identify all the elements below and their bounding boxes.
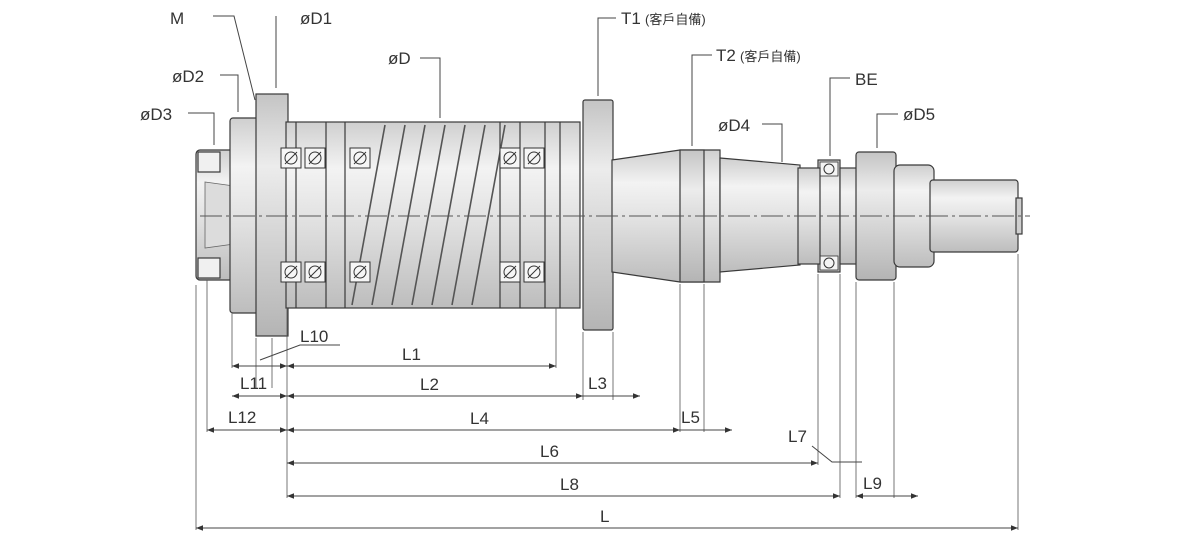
dim-L9: L9 (863, 474, 882, 493)
dim-L8: L8 (560, 475, 579, 494)
label-M: M (170, 9, 184, 28)
dim-L: L (600, 507, 609, 526)
rear-flange (582, 99, 614, 331)
dim-L7: L7 (788, 427, 807, 446)
dim-L10: L10 (300, 327, 328, 346)
label-T2-note: (客戶自備) (740, 49, 801, 64)
dim-L3: L3 (588, 374, 607, 393)
dimension-lines (196, 344, 1018, 531)
dim-L11: L11 (240, 374, 267, 393)
label-D: øD (388, 49, 411, 68)
label-BE: BE (855, 70, 878, 89)
bearing-icons (280, 147, 545, 283)
dim-L4: L4 (470, 409, 489, 428)
label-D3: øD3 (140, 105, 172, 124)
label-T1-note: (客戶自備) (645, 12, 706, 27)
label-T2: T2 (716, 46, 736, 65)
label-D1: øD1 (300, 9, 332, 28)
dim-L1: L1 (402, 345, 421, 364)
label-D5: øD5 (903, 105, 935, 124)
front-flange (255, 93, 289, 337)
dim-L2: L2 (420, 375, 439, 394)
dim-L12: L12 (228, 408, 256, 427)
label-D2: øD2 (172, 67, 204, 86)
label-D4: øD4 (718, 116, 750, 135)
leader-lines (188, 15, 898, 162)
dim-L6: L6 (540, 442, 559, 461)
label-T1: T1 (621, 9, 641, 28)
spindle-body (195, 93, 1023, 337)
dim-L5: L5 (681, 408, 700, 427)
